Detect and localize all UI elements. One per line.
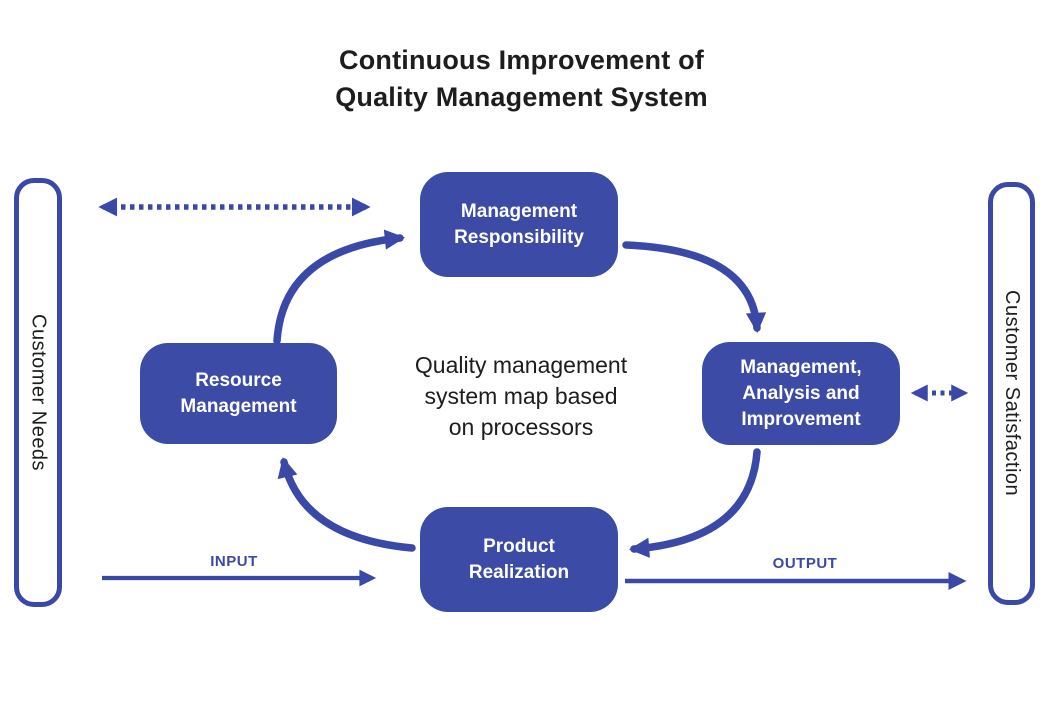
cycle-arrow-resource-to-responsibility [273,229,406,345]
center-caption-line-3: on processors [448,414,594,440]
input-label: INPUT [210,553,258,570]
node-management-responsibility-label: Management Responsibility [454,200,584,248]
node-resource-management: Resource Management [140,343,337,444]
title-line-2: Quality Management System [335,82,708,112]
node-resource-management-label: Resource Management [180,369,297,417]
customer-needs-panel: Customer Needs [14,178,62,607]
center-caption: Quality management system map based on p… [415,350,627,443]
node-management-responsibility: Management Responsibility [420,172,618,277]
node-management-analysis-improvement-label: Management, Analysis and Improvement [740,356,862,430]
customer-needs-label: Customer Needs [27,313,50,472]
node-product-realization-label: Product Realization [468,535,570,583]
cycle-arrow-realization-to-resource [277,457,416,552]
cycle-arrow-analysis-to-realization [628,448,761,558]
center-caption-line-1: Quality management [414,352,628,378]
title-line-1: Continuous Improvement of [339,45,704,75]
output-label: OUTPUT [772,555,838,572]
center-caption-line-2: system map based [424,383,618,409]
customer-satisfaction-label: Customer Satisfaction [1001,290,1023,497]
customer-satisfaction-panel: Customer Satisfaction [988,182,1035,605]
cycle-arrow-responsibility-to-analysis [622,241,767,334]
diagram-title: Continuous Improvement of Quality Manage… [0,42,1043,116]
node-management-analysis-improvement: Management, Analysis and Improvement [702,342,900,445]
node-product-realization: Product Realization [420,507,618,612]
